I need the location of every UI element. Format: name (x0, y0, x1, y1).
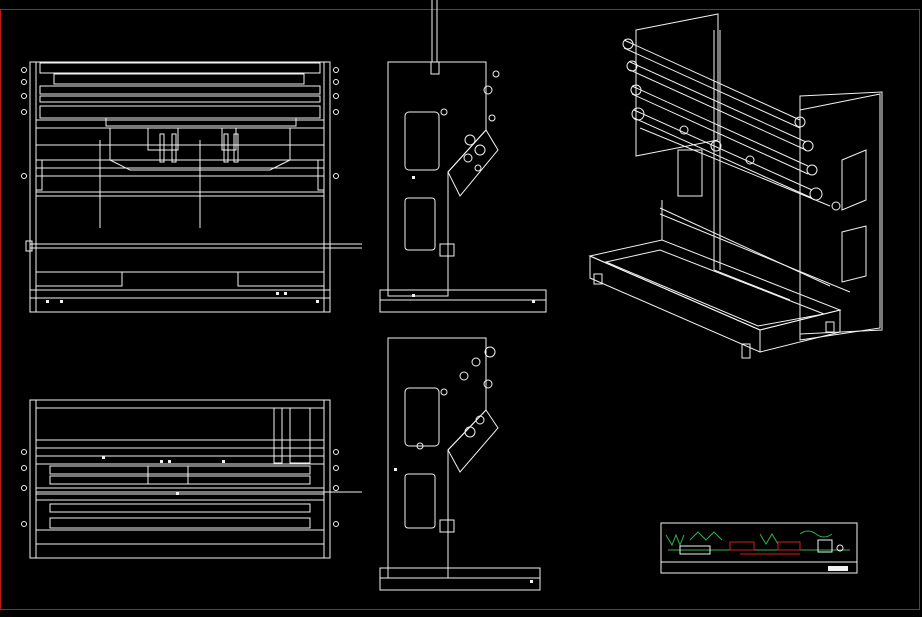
top-view (21, 399, 362, 559)
front-view (21, 61, 362, 313)
title-block (660, 522, 858, 574)
side-view-lower (379, 337, 541, 591)
isometric-view (588, 13, 883, 359)
side-view-upper (379, 0, 547, 313)
